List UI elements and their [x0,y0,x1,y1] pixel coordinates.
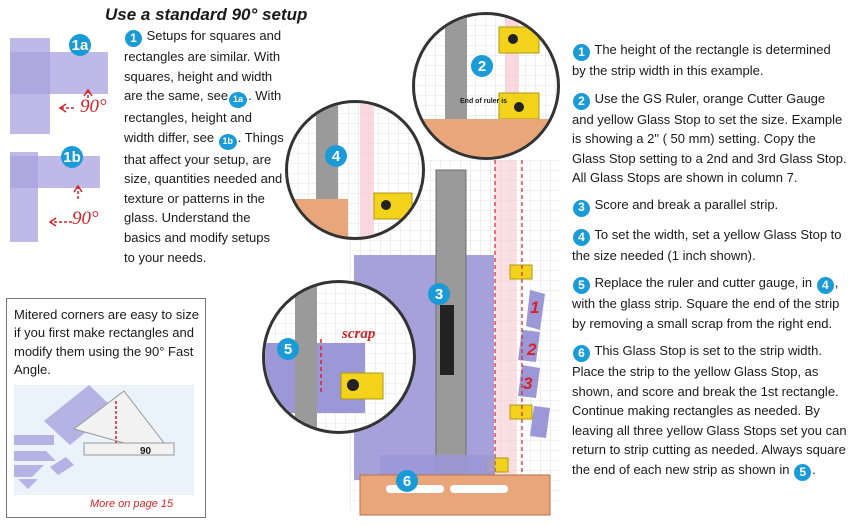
step-badge: 2 [573,92,590,110]
strip-label-2: 2 [527,340,537,359]
steps-list: 1 The height of the rectangle is determi… [572,40,847,489]
mitered-illustration [14,385,194,495]
badge-step-4: 4 [325,145,347,167]
figure-1b [10,152,100,242]
step-2: 2 Use the GS Ruler, orange Cutter Gauge … [572,90,847,186]
arrow-left-icon [48,217,57,227]
badge-1a-inline: 1a [229,92,248,109]
mitered-text: Mitered corners are easy to size if you … [14,307,199,378]
step-4: 4 To set the width, set a yellow Glass S… [572,226,842,263]
angle-label-1a: 90° [80,96,107,117]
badge-1b: 1b [61,146,83,168]
magnifier-step-2 [412,12,560,160]
glass-stop [509,264,533,280]
arrow-up-icon [73,184,83,193]
ruler-end-text: End of ruler is [460,98,508,105]
inline-badge: 4 [816,277,834,295]
cutting-board [350,160,560,516]
step-badge: 5 [573,277,590,295]
strip-label-3: 3 [523,374,533,393]
cutter-gauge [359,474,551,516]
magnifier-step-4 [285,100,425,240]
badge-step-5: 5 [277,338,299,360]
step-badge: 4 [573,228,590,246]
glass-horizontal-strip [10,52,108,94]
step-badge: 1 [125,30,142,48]
badge-step-2: 2 [471,55,493,77]
step-5: 5 Replace the ruler and cutter gauge, in… [572,275,840,331]
step-3: 3 Score and break a parallel strip. [572,195,847,217]
page-title: Use a standard 90° setup [105,5,308,24]
glass-stop [509,404,533,420]
angle-label-1b: 90° [72,208,99,229]
glass-piece [526,290,545,330]
badge-1a: 1a [69,34,91,56]
scrap-label: scrap [342,326,376,342]
badge-1b-inline: 1b [218,133,237,150]
tool-label: 90 [140,446,152,457]
step-badge: 6 [573,345,590,363]
badge-step-6: 6 [396,470,418,492]
strip-label-1: 1 [530,298,540,317]
magnifier-step-5 [262,280,416,434]
inline-badge: 5 [794,463,812,481]
badge-step-3: 3 [428,283,450,305]
glass-horizontal-strip [10,156,100,188]
more-link: More on page 15 [90,498,174,510]
step-badge: 1 [573,44,590,62]
glass-piece [44,385,114,445]
step-1: 1 The height of the rectangle is determi… [572,42,831,79]
step-badge: 3 [573,199,590,217]
step-6: 6 This Glass Stop is set to the strip wi… [572,341,847,481]
intro-text: 1 Setups for squares and rectangles are … [124,28,284,265]
figure-1a [10,38,108,134]
